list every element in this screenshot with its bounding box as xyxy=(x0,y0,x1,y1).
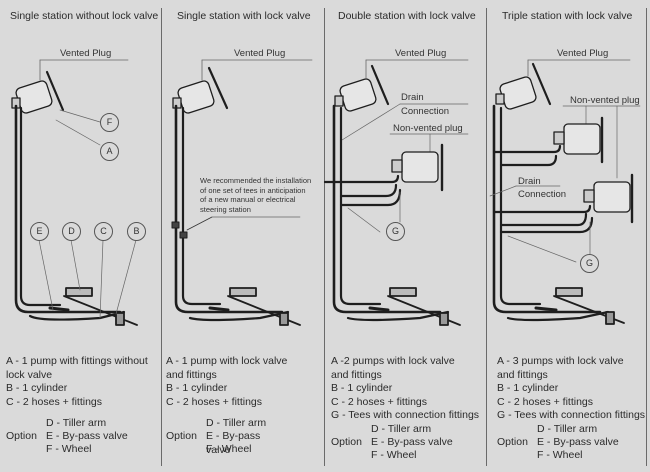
legend-item: A - 1 pump with lock valve xyxy=(166,355,288,367)
legend-item: and fittings xyxy=(331,368,382,381)
panel-title: Double station with lock valve xyxy=(338,10,476,22)
panel-double-with-lock: Double station with lock valve Vented Pl… xyxy=(325,0,486,472)
callout-non-vented-plug: Non-vented plug xyxy=(393,123,463,134)
legend-item: A -2 pumps with lock valve xyxy=(331,355,455,367)
label-circle-g: G xyxy=(580,254,599,273)
callout-drain: Drain xyxy=(401,92,424,103)
recommendation-note: We recommended the installation of one s… xyxy=(200,176,311,214)
callout-drain: Drain xyxy=(518,176,541,187)
legend-item: B - 1 cylinder xyxy=(497,382,559,394)
pump-helm-icon xyxy=(172,66,229,114)
parts-legend: A - 1 pump with lock valve and fittings … xyxy=(166,355,287,457)
option-label: Option xyxy=(6,430,37,442)
panel-divider xyxy=(646,8,647,466)
note-line: We recommended the installation xyxy=(200,176,312,185)
legend-item: C - 2 hoses + fittings xyxy=(497,395,594,408)
panel-title: Single station with lock valve xyxy=(177,10,311,22)
callout-vented-plug: Vented Plug xyxy=(395,48,447,59)
label-circle-e: E xyxy=(30,222,49,241)
legend-item: B - 1 cylinder xyxy=(331,382,393,394)
option-item: D - Tiller arm xyxy=(371,422,432,435)
cylinder-tiller-icon xyxy=(368,287,461,326)
legend-item: and fittings xyxy=(166,368,217,381)
legend-item: B - 1 cylinder xyxy=(6,382,68,394)
cylinder-tiller-icon xyxy=(534,287,625,325)
panel-divider xyxy=(161,8,162,466)
label-circle-d: D xyxy=(62,222,81,241)
third-helm-icon xyxy=(583,173,634,224)
legend-item: C - 2 hoses + fittings xyxy=(166,395,263,408)
legend-item: C - 2 hoses + fittings xyxy=(6,395,103,408)
second-helm-icon xyxy=(391,143,444,192)
options-group: Option D - Tiller arm E - By-pass valve … xyxy=(497,423,645,463)
note-line: steering station xyxy=(200,204,251,214)
option-label: Option xyxy=(497,435,528,448)
panel-single-with-lock: Single station with lock valve Vented Pl… xyxy=(162,0,324,472)
legend-item: A - 1 pump with fittings without xyxy=(6,355,148,367)
pump-helm-icon xyxy=(11,70,65,114)
pump-helm-icon xyxy=(334,64,390,112)
note-line: of a new manual or electrical xyxy=(200,195,296,204)
options-group: Option D - Tiller arm E - By-pass valve … xyxy=(166,417,287,457)
callout-vented-plug: Vented Plug xyxy=(60,48,112,59)
legend-item: B - 1 cylinder xyxy=(166,382,228,394)
option-item: F - Wheel xyxy=(371,448,417,461)
panel-3-drawing xyxy=(323,59,469,326)
panel-triple-with-lock: Triple station with lock valve Vented Pl… xyxy=(487,0,646,472)
label-circle-c: C xyxy=(94,222,113,241)
label-circle-a: A xyxy=(100,142,119,161)
option-item: E - By-pass valve xyxy=(371,435,453,448)
cylinder-tiller-icon xyxy=(208,287,301,326)
option-label: Option xyxy=(331,435,362,448)
note-line: of one set of tees in anticipation xyxy=(200,185,306,195)
option-item: E - By-pass valve xyxy=(206,430,261,456)
panel-single-no-lock: Single station without lock valve Vented… xyxy=(0,0,161,472)
legend-item: and fittings xyxy=(497,368,548,381)
option-item: E - By-pass valve xyxy=(46,430,128,442)
callout-vented-plug: Vented Plug xyxy=(557,48,609,59)
second-helm-icon xyxy=(553,116,604,164)
label-circle-b: B xyxy=(127,222,146,241)
legend-item: C - 2 hoses + fittings xyxy=(331,395,428,408)
legend-item: G - Tees with connection fittings xyxy=(497,409,646,421)
legend-item: A - 3 pumps with lock valve xyxy=(497,355,624,367)
option-item: E - By-pass valve xyxy=(537,435,619,448)
label-circle-f: F xyxy=(100,113,119,132)
pump-helm-icon xyxy=(495,62,552,110)
panel-divider xyxy=(324,8,325,466)
callout-connection: Connection xyxy=(518,189,567,200)
panel-title: Triple station with lock valve xyxy=(502,10,633,22)
legend-item: lock valve xyxy=(6,368,53,381)
option-item: D - Tiller arm xyxy=(206,417,267,429)
panel-divider xyxy=(486,8,487,466)
parts-legend: A - 3 pumps with lock valve and fittings… xyxy=(497,355,645,463)
options-group: Option D - Tiller arm E - By-pass valve … xyxy=(6,417,148,457)
option-item: D - Tiller arm xyxy=(46,417,107,429)
panel-title: Single station without lock valve xyxy=(10,10,159,22)
option-label: Option xyxy=(166,430,197,442)
options-group: Option D - Tiller arm E - By-pass valve … xyxy=(331,423,479,463)
parts-legend: A - 1 pump with fittings without lock va… xyxy=(6,355,148,457)
option-item: F - Wheel xyxy=(206,443,252,455)
option-item: D - Tiller arm xyxy=(537,422,598,435)
callout-connection: Connection xyxy=(401,106,450,117)
panel-1-drawing xyxy=(11,59,138,326)
parts-legend: A -2 pumps with lock valve and fittings … xyxy=(331,355,479,463)
option-item: F - Wheel xyxy=(537,448,583,461)
option-item: F - Wheel xyxy=(46,443,92,455)
callout-vented-plug: Vented Plug xyxy=(234,48,286,59)
callout-non-vented-plug: Non-vented plug xyxy=(570,95,640,106)
panel-4-drawing xyxy=(489,59,641,325)
label-circle-g: G xyxy=(386,222,405,241)
panel-2-drawing xyxy=(171,59,313,326)
legend-item: G - Tees with connection fittings xyxy=(331,409,480,421)
